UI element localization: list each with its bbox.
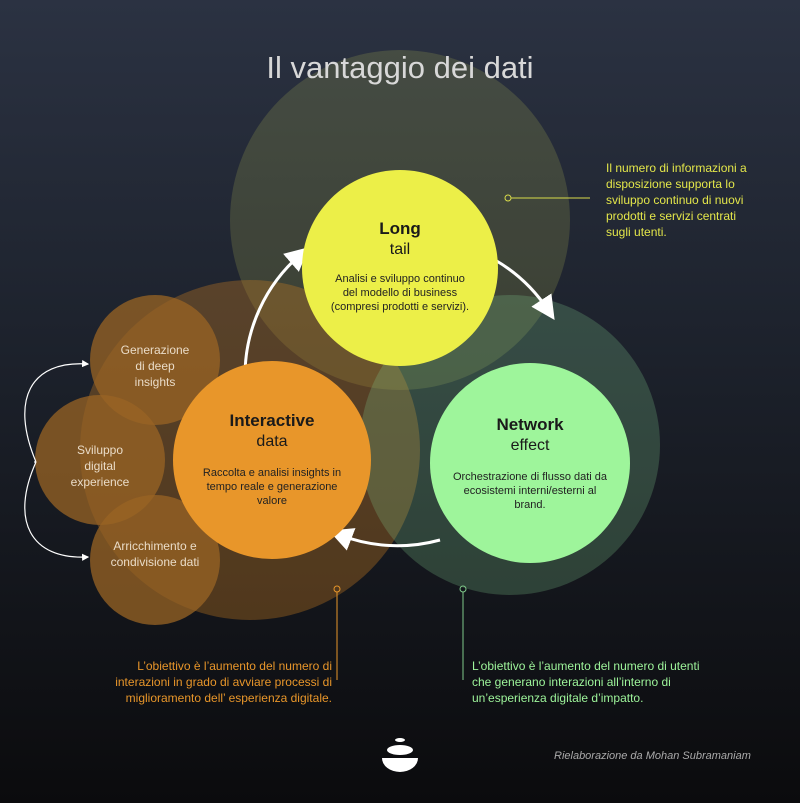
logo-icon [382,738,418,772]
side-circle-3 [90,495,220,625]
note-top-right: Il numero di informazioni a disposizione… [606,161,747,239]
note-bottom-right: L’obiettivo è l’aumento del numero di ut… [472,659,700,705]
network-effect-circle [430,363,630,563]
interactive-data-label: Interactive data Raccolta e analisi insi… [192,410,352,508]
long-tail-heading: Long [379,219,421,238]
cycle-arrow-2 [494,258,555,321]
cycle-arrow-1 [243,247,310,376]
side-circle-1 [90,295,220,425]
credit: Rielaborazione da Mohan Subramaniam [554,750,751,762]
long-tail-circle [302,170,498,366]
page-title: Il vantaggio dei dati [266,50,534,85]
network-heading: Network [496,415,564,434]
note-bottom-left: L’obiettivo è l’aumento del numero di in… [115,659,332,705]
side-arrow-top [24,359,90,463]
interactive-subheading: data [256,433,288,450]
note-connector-right [459,585,467,680]
network-desc: Orchestrazione di flusso dati da ecosist… [452,471,608,511]
cycle-arrow-3 [328,528,441,551]
long-tail-desc: Analisi e sviluppo continuo del modello … [330,273,470,313]
network-subheading: effect [510,437,550,454]
long-tail-label: Long tail Analisi e sviluppo continuo de… [320,218,480,314]
note-connector-top [504,194,590,202]
interactive-desc: Raccolta e analisi insights in tempo rea… [202,467,342,507]
network-effect-label: Network effect Orchestrazione di flusso … [450,414,610,512]
side-label-2: Sviluppo digital experience [70,443,130,489]
note-connector-left [333,585,341,680]
side-arrow-bottom [24,461,90,561]
side-circle-2 [35,395,165,525]
interactive-data-circle [173,361,371,559]
side-label-1: Generazione di deep insights [120,343,190,389]
side-label-3: Arricchimento e condivisione dati [110,539,200,569]
long-tail-subheading: tail [389,241,411,258]
interactive-heading: Interactive [229,411,315,430]
